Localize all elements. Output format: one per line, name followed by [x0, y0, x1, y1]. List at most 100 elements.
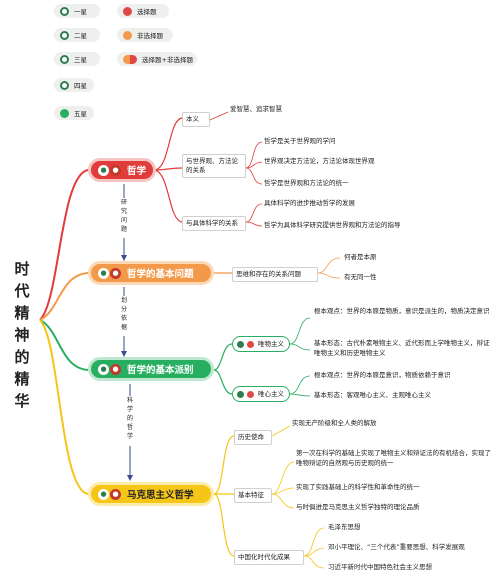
- non-choice-question-icon: [123, 30, 132, 40]
- worldview-item: 哲学是世界观和方法论的统一: [264, 179, 349, 187]
- line-phil-worldview: [153, 167, 183, 171]
- branch-line-marxism: [39, 319, 89, 495]
- sinicization-item: 习近平新时代中国特色社会主义思想: [328, 563, 432, 571]
- node-philosophy[interactable]: ●● 哲学: [88, 158, 156, 182]
- branch-line-schools: [39, 319, 89, 371]
- legend-item: 五星: [54, 106, 94, 120]
- node-basic-question[interactable]: ●●哲学的基本问题: [88, 261, 214, 285]
- materialism-item: 根本观点：世界的本原是物质，意识是派生的，物质决定意识: [314, 307, 490, 315]
- line-rel-2: [317, 272, 341, 279]
- branch-features[interactable]: 基本特征: [234, 488, 272, 503]
- node-schools[interactable]: ●●哲学的基本派别: [88, 357, 214, 381]
- sinicization-item: 毛泽东思想: [328, 523, 361, 531]
- benyi-item: 爱智慧、追求智慧: [230, 105, 282, 113]
- line-sci-2: [245, 221, 263, 227]
- science-item: 哲学为具体科学研究提供世界观和方法论的指导: [264, 221, 401, 229]
- legend-label: 五星: [74, 110, 87, 118]
- branch-materialism[interactable]: 唯物主义: [232, 336, 290, 352]
- choice-question-icon: ●: [110, 363, 121, 375]
- line-ide-1: [289, 375, 311, 395]
- combined-question-icon: [123, 54, 137, 64]
- branch-benyi[interactable]: 本义: [182, 112, 210, 127]
- legend-label: 四星: [74, 82, 87, 90]
- legend-item: 一星: [54, 4, 100, 18]
- node-label: 哲学的基本派别: [127, 365, 194, 376]
- check-icon: [60, 108, 69, 118]
- line-rel-1: [317, 257, 341, 274]
- branch-science[interactable]: 与具体科学的关系: [182, 216, 246, 231]
- legend-item: 二星: [54, 28, 100, 42]
- line-sin-1: [303, 527, 325, 557]
- features-item: 与时俱进是马克思主义哲学独特的理论品质: [296, 503, 420, 511]
- branch-relation[interactable]: 思维和存在的关系问题: [232, 267, 318, 282]
- mission-item: 实现无产阶级和全人类的解放: [292, 419, 377, 427]
- line-benyi-item: [209, 111, 229, 121]
- branch-label: 唯心主义: [258, 389, 284, 398]
- star-icon: [60, 30, 69, 40]
- star-icon: [60, 54, 69, 64]
- node-label: 马克思主义哲学: [127, 490, 194, 501]
- line-wv-1: [245, 141, 263, 169]
- features-item: 第一次在科学的基础上实现了唯物主义和辩证法的有机结合，实现了唯物辩证的自然观与历…: [296, 449, 491, 467]
- branch-worldview[interactable]: 与世界观、方法论的关系: [182, 154, 246, 178]
- branch-mission[interactable]: 历史使命: [234, 430, 272, 445]
- connector-label-division: 划分依据: [117, 296, 131, 336]
- line-mat-2: [289, 343, 311, 351]
- branch-line-philosophy: [39, 169, 89, 321]
- branch-sinicization[interactable]: 中国化时代化成果: [234, 550, 304, 565]
- legend-item: 非选择题: [117, 28, 173, 42]
- idealism-item: 根本观点：世界的本原是意识，物质依赖于意识: [314, 371, 451, 379]
- star-icon: [237, 390, 244, 398]
- legend-item: 选择题+非选择题: [117, 52, 197, 66]
- connector-label-research: 研究问题: [117, 198, 131, 238]
- star-icon: [60, 6, 69, 16]
- line-wv-3: [245, 167, 263, 185]
- line-mx-mission: [213, 435, 235, 495]
- line-mx-sin: [213, 493, 235, 557]
- line-feat-1: [271, 461, 295, 495]
- choice-question-icon: [247, 390, 254, 398]
- node-label: 哲学的基本问题: [127, 269, 194, 280]
- line-ide-2: [289, 393, 311, 397]
- legend-label: 三星: [74, 56, 87, 64]
- branch-idealism[interactable]: 唯心主义: [232, 386, 290, 402]
- features-item: 实现了实践基础上的科学性和革命性的统一: [296, 483, 420, 491]
- line-wv-2: [245, 161, 263, 169]
- choice-question-icon: [123, 6, 132, 16]
- branch-line-basic-question: [39, 272, 89, 321]
- choice-question-icon: [247, 340, 254, 348]
- legend-item: 四星: [54, 78, 94, 92]
- line-mat-1: [289, 317, 311, 345]
- relation-item: 何者是本原: [344, 253, 377, 261]
- legend-item: 选择题: [117, 4, 169, 18]
- node-marxism[interactable]: ●● 马克思主义哲学: [88, 482, 214, 506]
- line-sin-3: [303, 555, 325, 569]
- choice-question-icon: ●: [110, 267, 121, 279]
- idealism-item: 基本形态：客观唯心主义、主观唯心主义: [314, 391, 431, 399]
- line-mission-item: [271, 425, 291, 437]
- legend-label: 二星: [74, 32, 87, 40]
- star-icon: ●: [98, 488, 109, 500]
- legend-label: 选择题: [137, 8, 157, 16]
- line-sci-1: [245, 203, 263, 223]
- line-phil-science: [153, 169, 183, 223]
- line-sch-mat: [213, 343, 233, 371]
- connector-label-science: 科学的哲学: [123, 396, 137, 446]
- line-sch-ide: [213, 369, 233, 395]
- sinicization-item: 邓小平理论、“三个代表”重要思想、科学发展观: [328, 543, 465, 551]
- worldview-item: 世界观决定方法论，方法论体现世界观: [264, 157, 375, 165]
- choice-question-icon: ●: [110, 164, 121, 176]
- root-title: 时代精神的精华: [14, 260, 30, 410]
- choice-question-icon: ●: [110, 488, 121, 500]
- line-sin-2: [303, 547, 325, 557]
- branch-label: 唯物主义: [258, 339, 284, 348]
- relation-item: 有无同一性: [344, 273, 377, 281]
- legend-label: 一星: [74, 8, 87, 16]
- star-icon: ●: [98, 164, 109, 176]
- node-label: 哲学: [127, 166, 147, 177]
- star-icon: [60, 80, 69, 90]
- legend-label: 非选择题: [137, 32, 163, 40]
- line-phil-benyi: [153, 117, 183, 171]
- star-icon: [237, 340, 244, 348]
- line-feat-3: [271, 493, 295, 509]
